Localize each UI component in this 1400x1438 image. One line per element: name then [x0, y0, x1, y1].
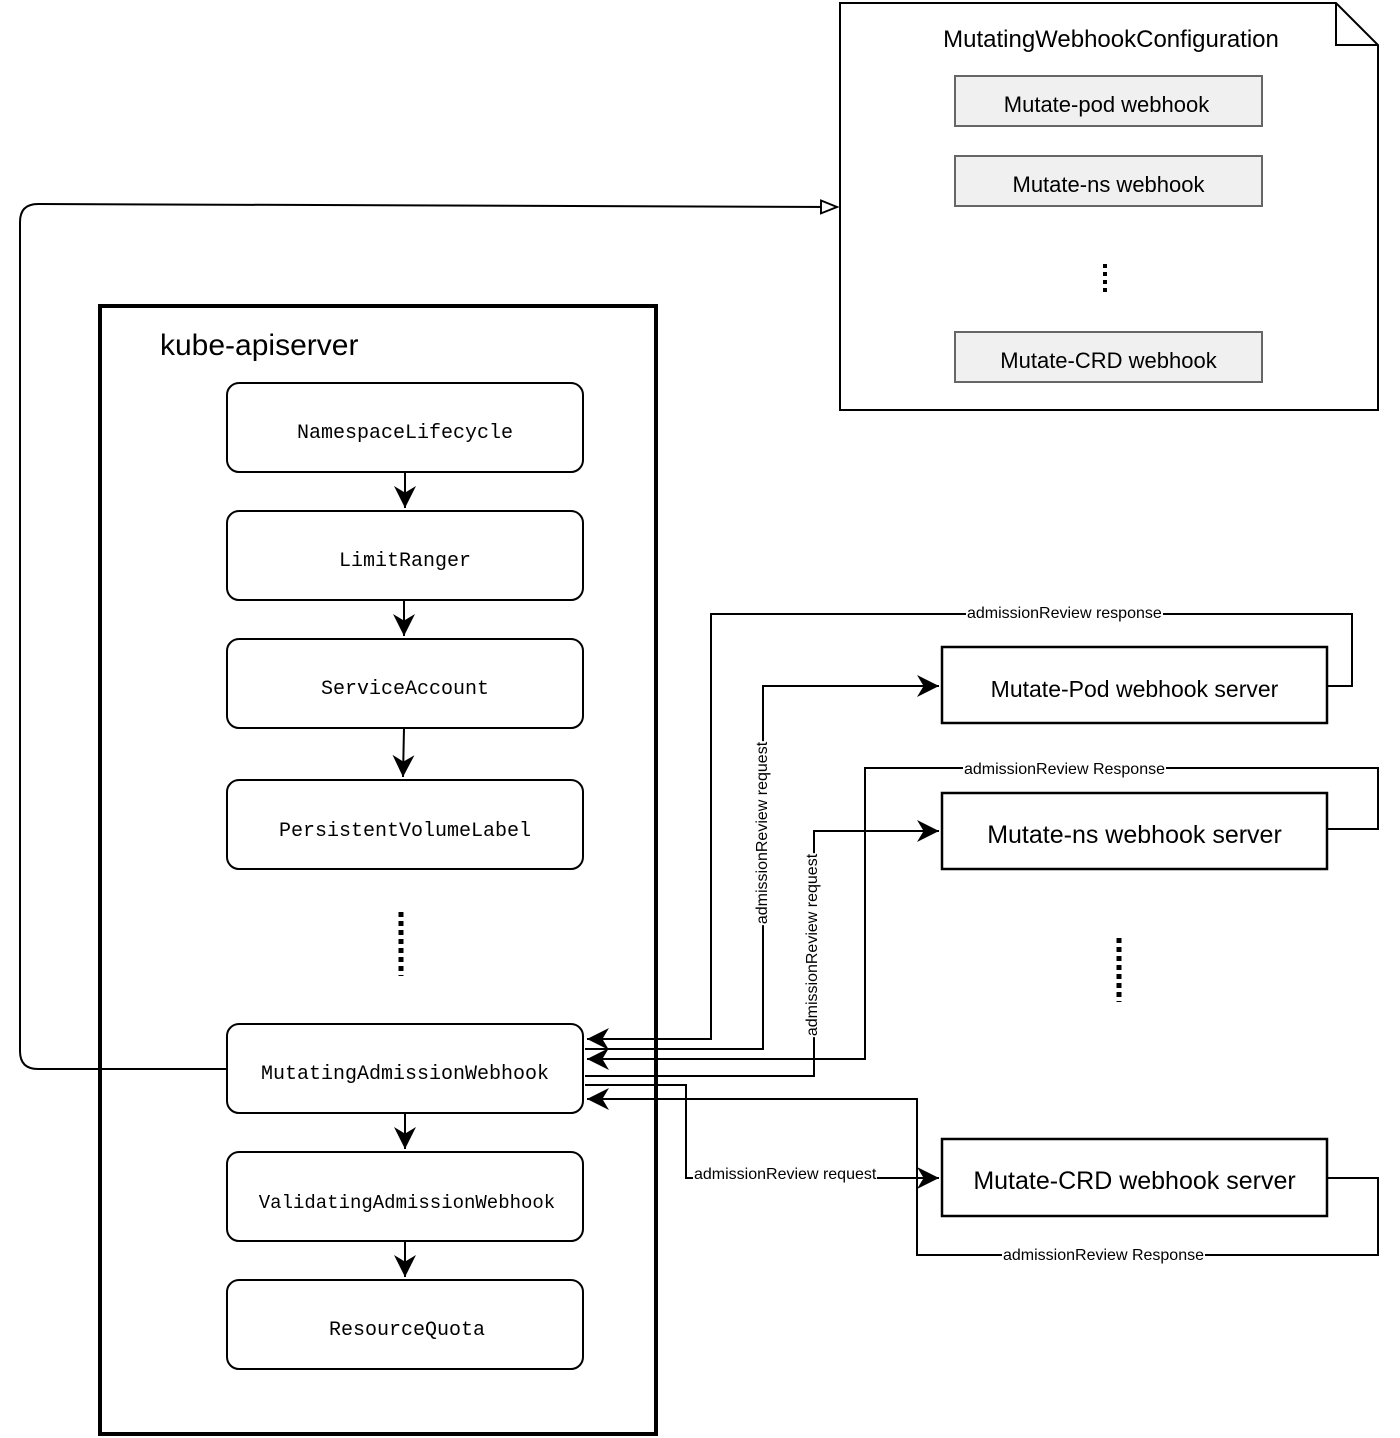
server-box-ns	[940, 791, 1329, 871]
plugin-label-validating-admission-webhook: ValidatingAdmissionWebhook	[258, 1192, 556, 1214]
webhook-label-pod: Mutate-pod webhook	[1003, 92, 1210, 117]
plugin-label-persistent-volume-label: PersistentVolumeLabel	[278, 819, 532, 843]
edge-label-pod-response: admissionReview response	[966, 605, 1163, 623]
plugin-box-persistent-volume-label	[226, 779, 584, 870]
config-document-fold	[1335, 3, 1378, 46]
apiserver-title: kube-apiserver	[160, 329, 359, 362]
server-label-pod: Mutate-Pod webhook server	[990, 675, 1279, 702]
webhook-box-pod	[954, 75, 1263, 127]
edge-mutating-to-config	[19, 204, 837, 1070]
webhook-label-ns: Mutate-ns webhook	[1012, 172, 1205, 197]
edge-label-pod-request: admissionReview request	[754, 740, 772, 926]
webhook-label-crd: Mutate-CRD webhook	[1000, 348, 1217, 373]
plugin-label-mutating-admission-webhook: MutatingAdmissionWebhook	[260, 1062, 550, 1086]
server-label-ns: Mutate-ns webhook server	[987, 820, 1282, 849]
server-box-crd	[940, 1137, 1329, 1218]
config-title: MutatingWebhookConfiguration	[943, 26, 1279, 53]
server-label-crd: Mutate-CRD webhook server	[973, 1166, 1296, 1195]
plugin-label-service-account: ServiceAccount	[320, 677, 490, 701]
plugin-box-resource-quota	[226, 1279, 584, 1370]
apiserver-container	[98, 304, 658, 1436]
edge-label-ns-request: admissionReview request	[804, 852, 822, 1038]
edge-label-crd-request: admissionReview request	[693, 1166, 878, 1184]
webhook-box-crd	[954, 331, 1263, 383]
plugin-label-limit-ranger: LimitRanger	[338, 549, 472, 573]
server-box-pod	[940, 645, 1329, 725]
webhook-box-ns	[954, 155, 1263, 207]
plugin-box-service-account	[226, 638, 584, 729]
edge-label-ns-response: admissionReview Response	[963, 761, 1166, 779]
plugin-label-resource-quota: ResourceQuota	[328, 1318, 486, 1342]
edge-label-crd-response: admissionReview Response	[1002, 1247, 1205, 1265]
arrow-service-to-pv	[392, 727, 415, 778]
plugin-label-namespace-lifecycle: NamespaceLifecycle	[296, 421, 514, 445]
